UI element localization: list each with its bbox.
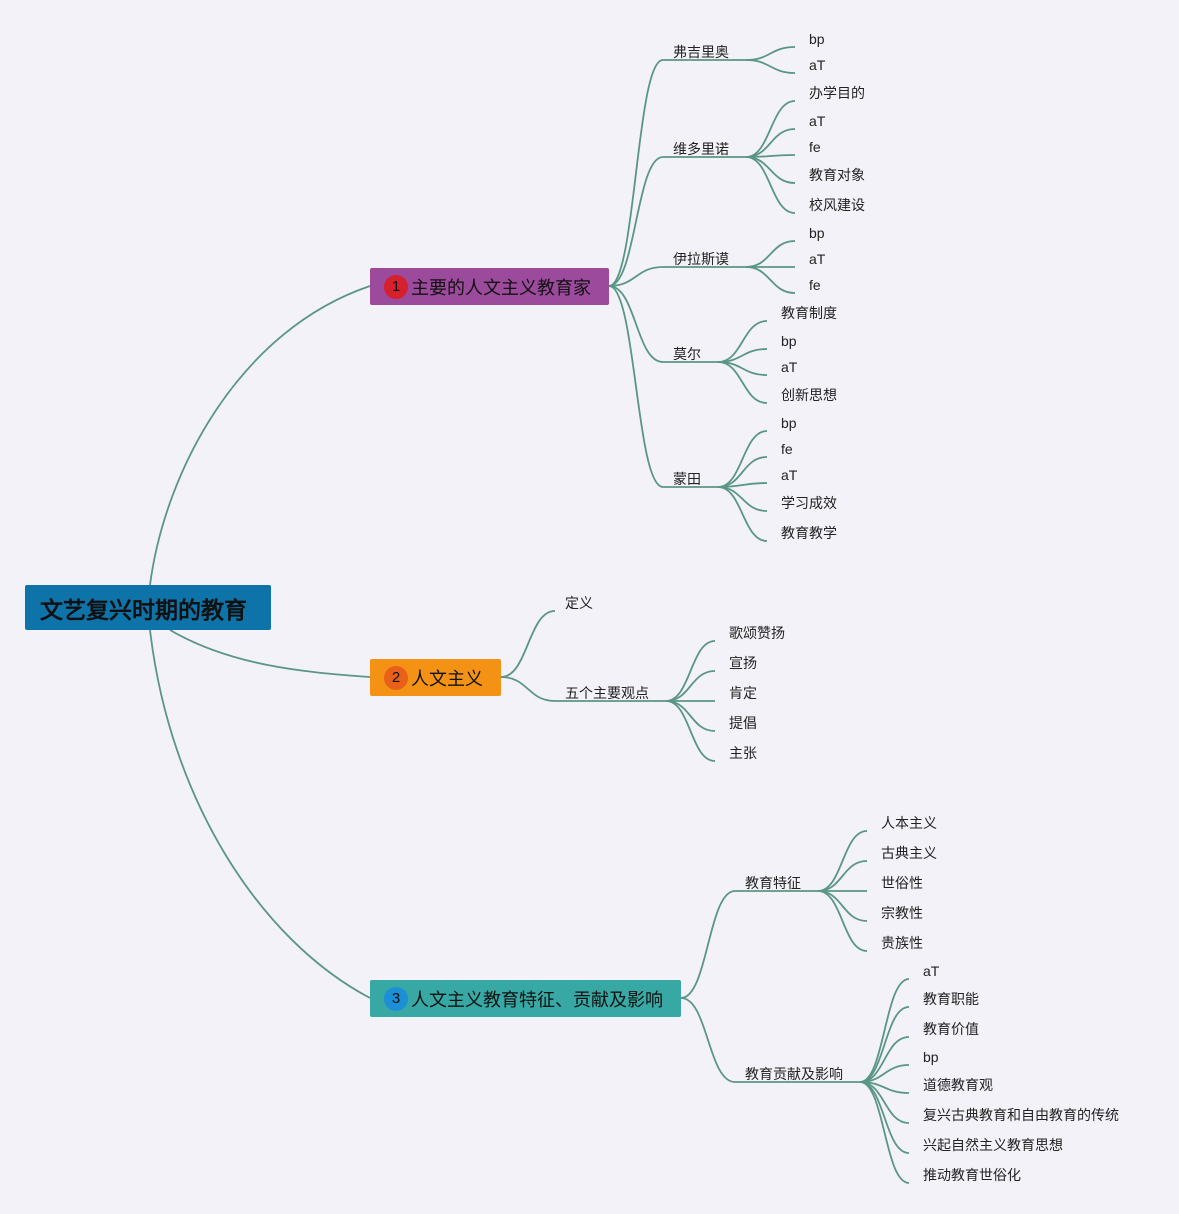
leaf-node[interactable]: 教育职能 — [923, 991, 979, 1007]
root-node[interactable]: 文艺复兴时期的教育 — [25, 585, 271, 630]
connector-line — [608, 285, 664, 488]
leaf-node[interactable]: fe — [781, 441, 793, 457]
connector-line — [717, 486, 768, 512]
leaf-node[interactable]: 教育制度 — [781, 305, 837, 321]
connector-line — [745, 128, 796, 158]
leaf-node[interactable]: 推动教育世俗化 — [923, 1167, 1021, 1183]
connector-line — [665, 700, 716, 762]
connector-line — [717, 486, 768, 542]
sub-node[interactable]: 莫尔 — [673, 346, 701, 362]
leaf-node[interactable]: 贵族性 — [881, 935, 923, 951]
sub-node[interactable]: 维多里诺 — [673, 141, 729, 157]
number-badge-icon: 1 — [384, 274, 408, 299]
connector-line — [717, 430, 768, 488]
topic-node-humanism[interactable]: 2 人文主义 — [370, 659, 501, 696]
connector-line — [817, 860, 868, 892]
connector-line — [169, 629, 371, 678]
leaf-node[interactable]: bp — [923, 1049, 939, 1065]
connector-line — [608, 156, 664, 287]
topic-node-educators[interactable]: 1 主要的人文主义教育家 — [370, 268, 609, 305]
topic-node-features-impact[interactable]: 3 人文主义教育特征、贡献及影响 — [370, 980, 681, 1017]
connector-line — [717, 361, 768, 404]
leaf-node[interactable]: 复兴古典教育和自由教育的传统 — [923, 1107, 1119, 1123]
connector-line — [665, 700, 716, 732]
connector-line — [745, 266, 796, 294]
leaf-node[interactable]: 提倡 — [729, 715, 757, 731]
sub-node[interactable]: 伊拉斯谟 — [673, 251, 729, 267]
leaf-node[interactable]: aT — [809, 113, 826, 129]
leaf-node[interactable]: bp — [781, 415, 797, 431]
topic-label: 人文主义 — [411, 668, 483, 689]
connector-line — [745, 156, 796, 214]
leaf-node[interactable]: bp — [809, 225, 825, 241]
leaf-node[interactable]: 道德教育观 — [923, 1077, 993, 1093]
connector-line — [745, 156, 796, 184]
leaf-node[interactable]: 校风建设 — [809, 197, 865, 213]
connector-line — [149, 285, 371, 586]
leaf-node[interactable]: 宣扬 — [729, 655, 757, 671]
leaf-node[interactable]: 人本主义 — [881, 815, 937, 831]
topic-label: 主要的人文主义教育家 — [411, 277, 591, 298]
connector-line — [500, 676, 556, 702]
leaf-node[interactable]: 歌颂赞扬 — [729, 625, 785, 641]
leaf-node[interactable]: 教育教学 — [781, 525, 837, 541]
connector-line — [859, 1081, 910, 1184]
leaf-node[interactable]: 兴起自然主义教育思想 — [923, 1137, 1063, 1153]
leaf-node[interactable]: bp — [809, 31, 825, 47]
sub-node[interactable]: 教育贡献及影响 — [745, 1066, 843, 1082]
connector-line — [745, 240, 796, 268]
leaf-node[interactable]: 学习成效 — [781, 495, 837, 511]
leaf-node[interactable]: 古典主义 — [881, 845, 937, 861]
leaf-node[interactable]: 办学目的 — [809, 85, 865, 101]
number-badge-icon: 3 — [384, 986, 408, 1011]
connector-line — [745, 100, 796, 158]
number-badge-icon: 2 — [384, 665, 408, 690]
connector-line — [608, 59, 664, 287]
leaf-node[interactable]: aT — [809, 251, 826, 267]
connector-line — [680, 890, 736, 999]
connector-line — [745, 46, 796, 61]
connector-line — [665, 670, 716, 702]
connector-line — [817, 890, 868, 952]
sub-node[interactable]: 蒙田 — [673, 471, 701, 487]
leaf-node[interactable]: fe — [809, 139, 821, 155]
leaf-node[interactable]: 宗教性 — [881, 905, 923, 921]
connector-line — [859, 1006, 910, 1083]
leaf-node[interactable]: aT — [781, 467, 798, 483]
connector-line — [745, 59, 796, 74]
connector-line — [817, 890, 868, 922]
sub-node[interactable]: 定义 — [565, 595, 593, 611]
leaf-node[interactable]: 教育对象 — [809, 167, 865, 183]
topic-label: 人文主义教育特征、贡献及影响 — [411, 989, 663, 1010]
connector-line — [500, 610, 556, 678]
leaf-node[interactable]: fe — [809, 277, 821, 293]
leaf-node[interactable]: 创新思想 — [781, 387, 837, 403]
connector-line — [608, 266, 664, 287]
leaf-node[interactable]: 教育价值 — [923, 1021, 979, 1037]
connector-line — [608, 285, 664, 363]
leaf-node[interactable]: aT — [809, 57, 826, 73]
leaf-node[interactable]: aT — [923, 963, 940, 979]
leaf-node[interactable]: bp — [781, 333, 797, 349]
leaf-node[interactable]: 肯定 — [729, 685, 757, 701]
connector-line — [817, 830, 868, 892]
sub-node[interactable]: 教育特征 — [745, 875, 801, 891]
connector-line — [680, 997, 736, 1083]
leaf-node[interactable]: 世俗性 — [881, 875, 923, 891]
leaf-node[interactable]: 主张 — [729, 745, 757, 761]
connector-line — [665, 640, 716, 702]
connector-line — [859, 978, 910, 1083]
leaf-node[interactable]: aT — [781, 359, 798, 375]
connector-line — [149, 629, 371, 999]
root-label: 文艺复兴时期的教育 — [40, 596, 247, 623]
sub-node[interactable]: 弗吉里奥 — [673, 44, 729, 60]
sub-node[interactable]: 五个主要观点 — [565, 685, 649, 701]
